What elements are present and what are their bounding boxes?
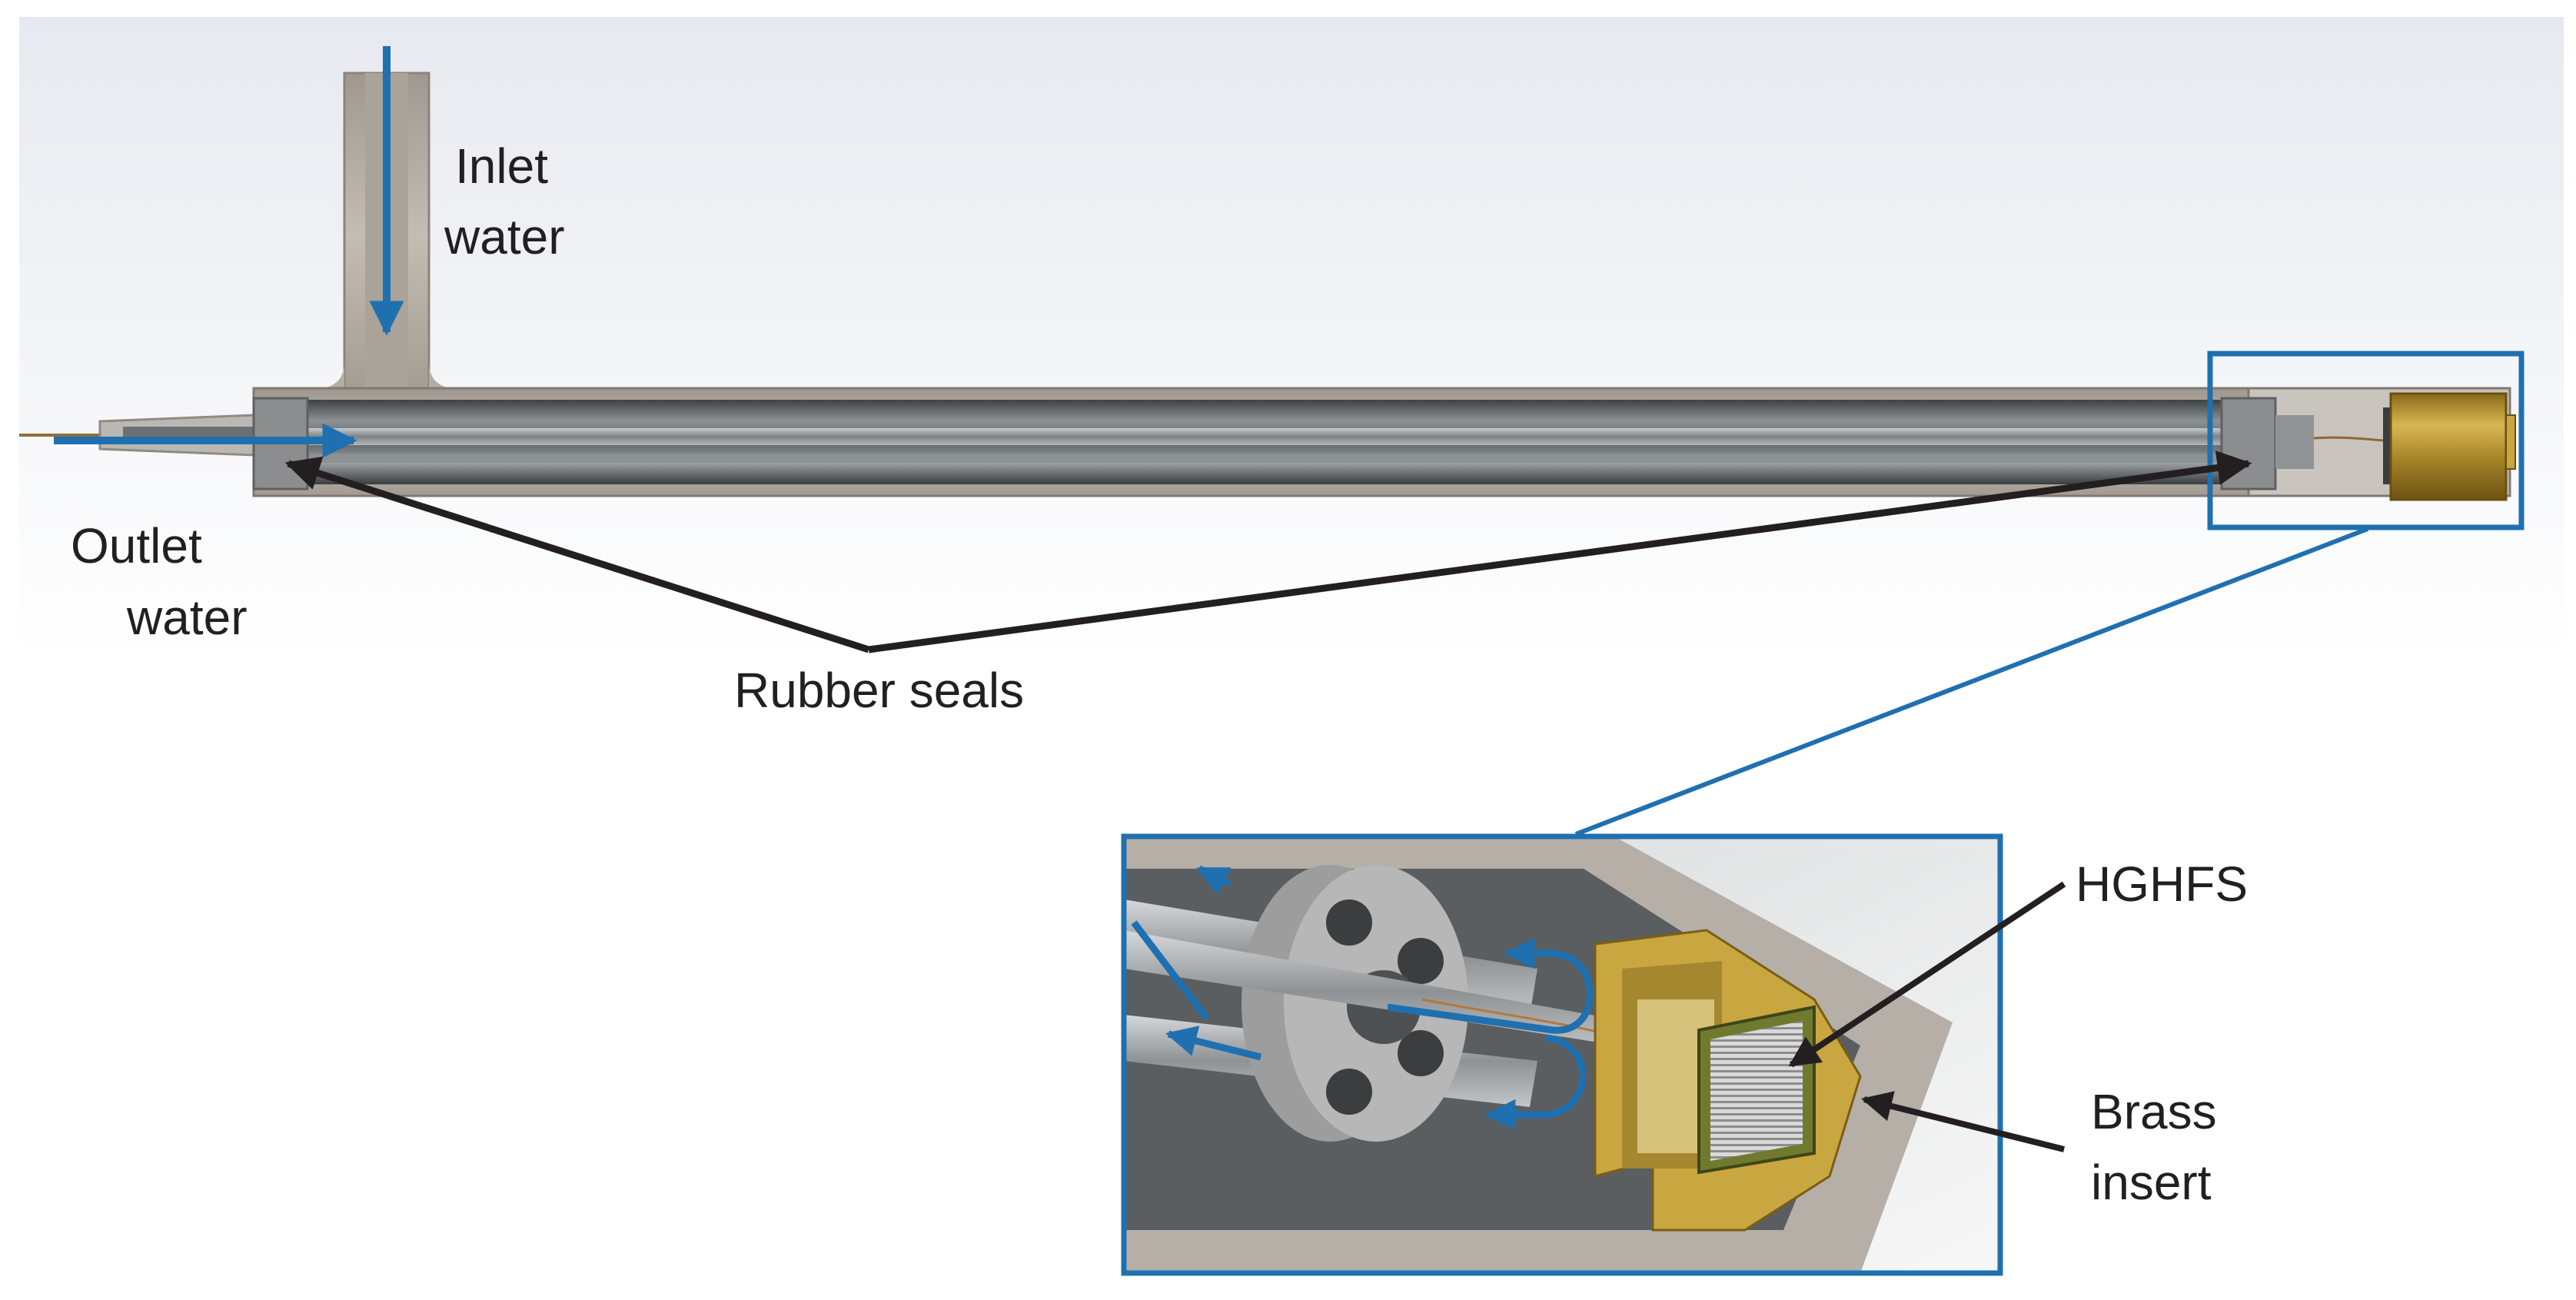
outlet-label-line2: water	[126, 590, 248, 645]
probe-housing	[252, 387, 2250, 497]
callout-connector	[1574, 527, 2369, 836]
probe-tip	[2220, 387, 2516, 501]
inlet-label-line1: Inlet	[455, 138, 548, 194]
brass-insert-pointer	[1861, 1091, 2065, 1152]
brass-label-line2: insert	[2091, 1155, 2212, 1210]
outlet-label-line1: Outlet	[71, 518, 202, 574]
rubber-seals-label: Rubber seals	[734, 663, 1024, 718]
hghfs-pointer	[1788, 881, 2066, 1068]
detail-zoom-panel	[1121, 833, 2003, 1276]
rubber-seals-pointers	[284, 451, 2252, 653]
assembly-background	[19, 17, 2564, 655]
hghfs-label: HGHFS	[2076, 856, 2248, 912]
hghfs-sensor	[1697, 1005, 1816, 1175]
brass-label-line1: Brass	[2091, 1084, 2217, 1139]
inlet-label-line2: water	[444, 209, 565, 264]
zoom-flow-arrows	[1131, 865, 1594, 1131]
